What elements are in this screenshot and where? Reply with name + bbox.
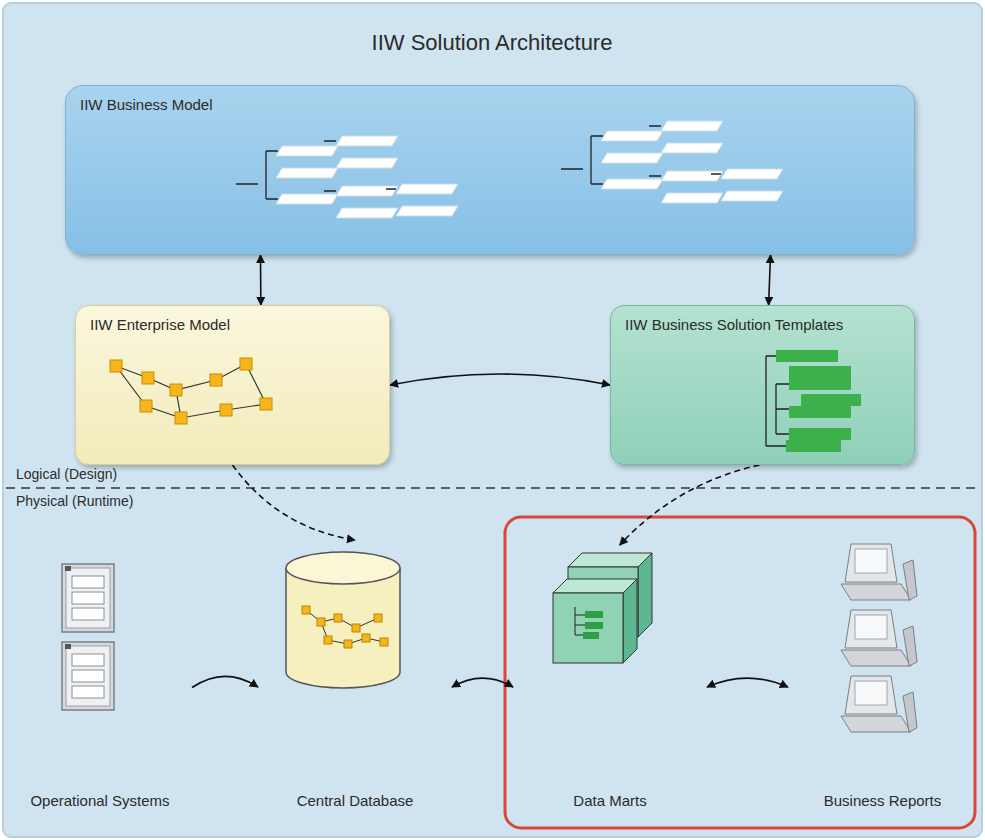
data-mart-cubes-art bbox=[513, 545, 683, 675]
box-heading: IIW Enterprise Model bbox=[90, 316, 230, 333]
mapping-arrow bbox=[620, 465, 760, 545]
flow-arrow bbox=[192, 676, 258, 687]
model-box: IIW Enterprise Model bbox=[75, 305, 390, 465]
divider-line bbox=[6, 487, 979, 489]
flow-arrow bbox=[260, 255, 262, 305]
icon-label: Business Reports bbox=[788, 792, 977, 809]
data-mart-cubes: Data Marts bbox=[513, 545, 707, 815]
icon-label: Data Marts bbox=[513, 792, 707, 809]
diagram-title: IIW Solution Architecture bbox=[372, 30, 613, 56]
template-box: IIW Business Solution Templates bbox=[610, 305, 915, 465]
database-cylinder: Central Database bbox=[258, 540, 452, 815]
server-icon: Operational Systems bbox=[8, 560, 192, 815]
zone-label: Physical (Runtime) bbox=[16, 493, 133, 509]
box-heading: IIW Business Solution Templates bbox=[625, 316, 843, 333]
zone-label: Logical (Design) bbox=[16, 466, 117, 482]
flow-arrow bbox=[769, 255, 771, 305]
icon-label: Operational Systems bbox=[8, 792, 192, 809]
report-terminals-art bbox=[796, 540, 961, 740]
mapping-arrow bbox=[233, 465, 356, 540]
database-cylinder-art bbox=[266, 540, 436, 700]
icon-label: Central Database bbox=[258, 792, 452, 809]
flow-arrow bbox=[452, 678, 513, 687]
outer-panel bbox=[3, 3, 982, 837]
highlight-frame bbox=[505, 517, 975, 828]
server-icon-art bbox=[8, 560, 168, 720]
box-heading: IIW Business Model bbox=[80, 96, 213, 113]
report-terminals: Business Reports bbox=[788, 540, 977, 815]
flow-arrow bbox=[707, 678, 788, 687]
flow-arrow bbox=[390, 374, 610, 385]
model-panel: IIW Business Model bbox=[65, 85, 915, 255]
